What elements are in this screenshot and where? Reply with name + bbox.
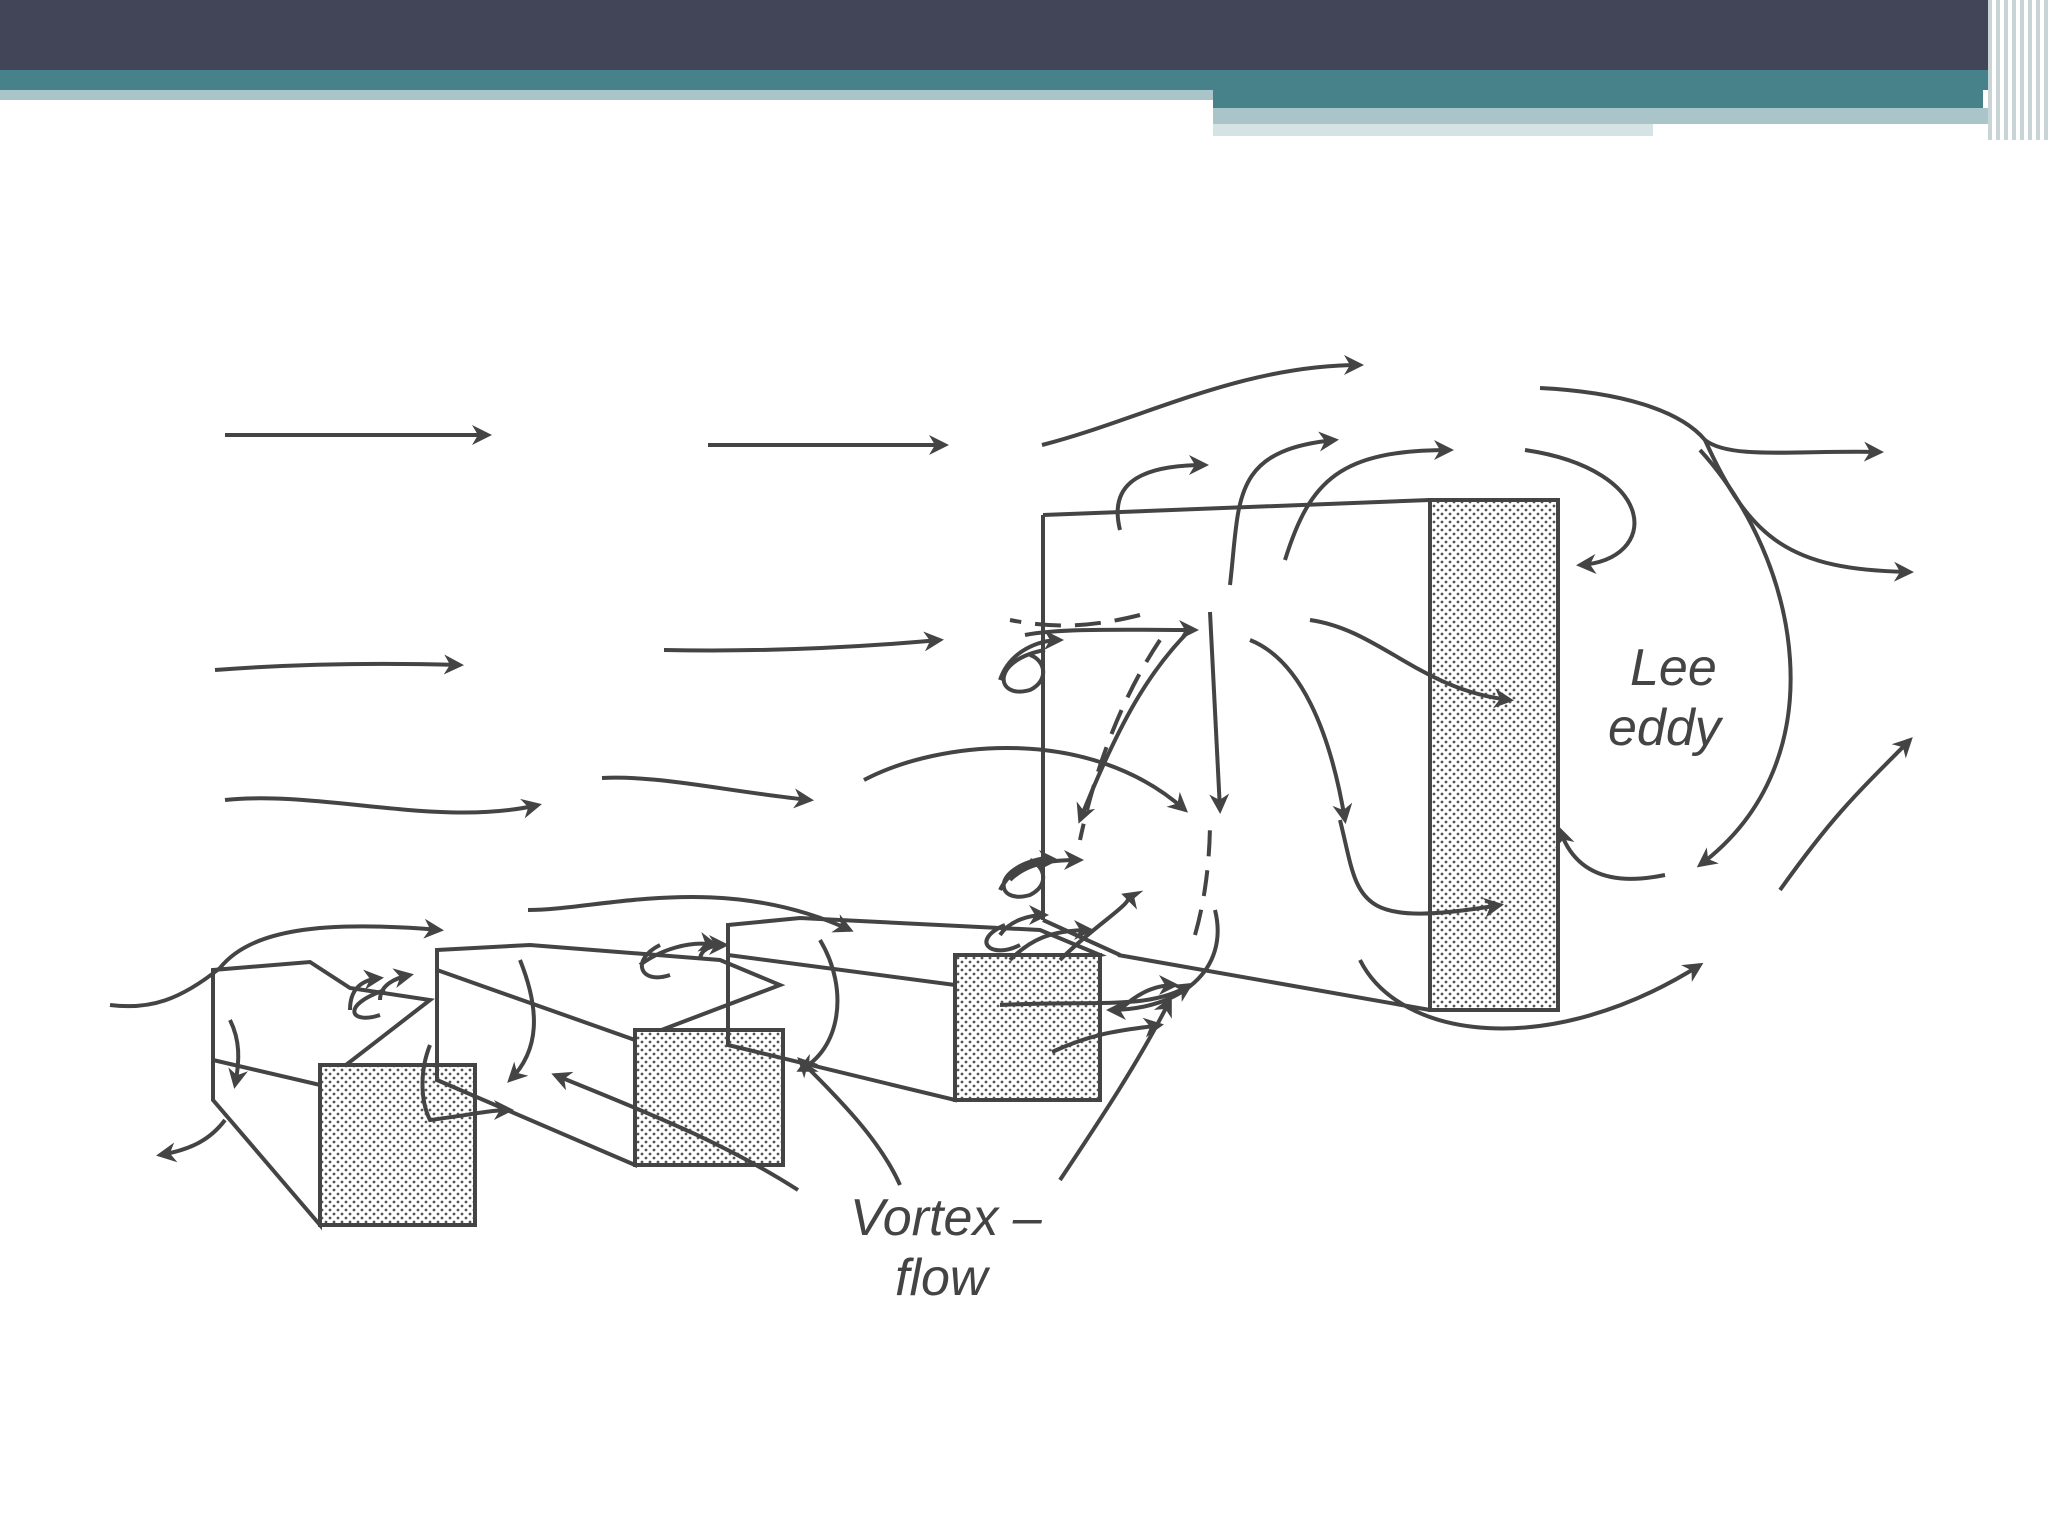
vortex-flow-label: Vortex – flow	[850, 1189, 1043, 1307]
tall-building-lee-face	[1430, 500, 1558, 1010]
lee-eddy-label: Lee eddy	[1608, 639, 1724, 757]
small-block-2	[437, 945, 783, 1165]
lee-eddy-label-line1: Lee	[1630, 639, 1717, 697]
tall-building	[1043, 500, 1560, 1010]
lee-eddy-label-line2: eddy	[1608, 699, 1724, 757]
vortex-flow-label-line1: Vortex –	[850, 1189, 1043, 1247]
vortex-flow-label-line2: flow	[895, 1249, 991, 1307]
